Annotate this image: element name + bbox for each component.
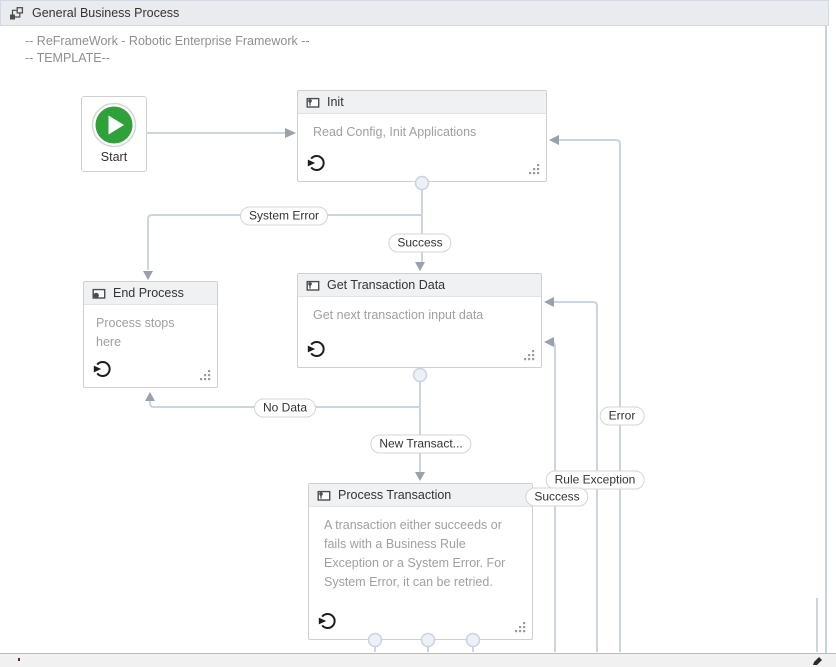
state-entry-icon	[307, 155, 325, 171]
transition-error[interactable]: Error	[599, 406, 645, 426]
state-get-transaction-data[interactable]: Get Transaction Data Get next transactio…	[297, 273, 542, 368]
state-end-process[interactable]: End Process Process stops here	[83, 281, 218, 388]
workflow-title-bar[interactable]: General Business Process	[0, 0, 829, 26]
state-init-header[interactable]: Init	[298, 91, 546, 114]
state-title: Get Transaction Data	[327, 278, 446, 292]
transition-no-data[interactable]: No Data	[253, 398, 317, 418]
flowchart-icon	[10, 6, 24, 19]
state-process-transaction-header[interactable]: Process Transaction	[309, 484, 532, 507]
small-dot-artifact	[18, 658, 20, 661]
state-icon	[306, 280, 320, 291]
state-description: Get next transaction input data	[313, 308, 484, 322]
bottom-scrollbar[interactable]	[0, 653, 836, 667]
pen-cursor-icon	[813, 657, 822, 665]
state-entry-icon	[307, 341, 325, 357]
workflow-title: General Business Process	[32, 6, 180, 20]
resize-grip-icon[interactable]	[524, 350, 535, 361]
state-icon	[317, 490, 331, 501]
state-description: A transaction either succeeds or fails w…	[324, 518, 506, 589]
state-description: Process stops here	[96, 316, 175, 349]
final-state-icon	[92, 288, 106, 299]
start-node-label: Start	[100, 150, 128, 164]
annotation-line-2: -- TEMPLATE--	[25, 51, 110, 65]
start-node[interactable]: Start	[81, 96, 147, 172]
transition-success-init[interactable]: Success	[388, 233, 452, 253]
transition-new-transaction[interactable]: New Transact...	[370, 434, 472, 454]
annotation-line-1: -- ReFrameWork - Robotic Enterprise Fram…	[25, 34, 310, 48]
state-description: Read Config, Init Applications	[313, 125, 477, 139]
state-get-transaction-data-header[interactable]: Get Transaction Data	[298, 274, 541, 297]
transition-system-error[interactable]: System Error	[239, 206, 329, 226]
state-entry-icon	[318, 613, 336, 629]
state-title: Init	[327, 95, 344, 109]
state-init[interactable]: Init Read Config, Init Applications	[297, 90, 547, 182]
resize-grip-icon[interactable]	[200, 370, 211, 381]
state-icon	[306, 97, 320, 108]
resize-grip-icon[interactable]	[529, 164, 540, 175]
state-title: Process Transaction	[338, 488, 452, 502]
workflow-annotation: -- ReFrameWork - Robotic Enterprise Fram…	[25, 33, 310, 67]
state-entry-icon	[93, 361, 111, 377]
resize-grip-icon[interactable]	[515, 622, 526, 633]
state-process-transaction[interactable]: Process Transaction A transaction either…	[308, 483, 533, 640]
state-end-process-header[interactable]: End Process	[84, 282, 217, 305]
transition-success-process[interactable]: Success	[525, 487, 589, 507]
start-play-icon	[91, 102, 137, 148]
state-title: End Process	[113, 286, 184, 300]
